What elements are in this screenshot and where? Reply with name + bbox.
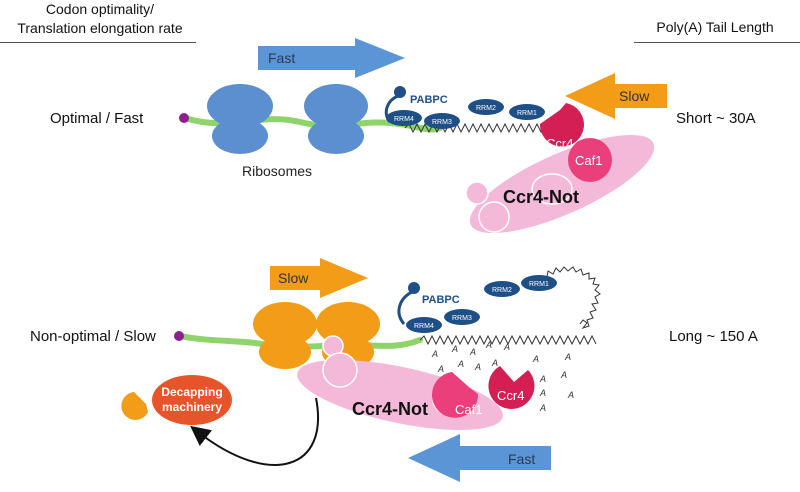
rrm4-bottom: RRM4	[414, 323, 434, 330]
ribosome-1	[207, 84, 273, 154]
decapping-label-line2: machinery	[162, 400, 222, 414]
adenosine: A	[539, 374, 546, 384]
adenosine: A	[539, 403, 546, 413]
adenosine: A	[560, 370, 567, 380]
ccr4-label-bottom: Ccr4	[497, 388, 524, 403]
arrow-fast-translation: Fast	[258, 38, 405, 78]
ribosomes-label: Ribosomes	[242, 163, 312, 179]
ccr4-not-label-bottom: Ccr4-Not	[352, 399, 428, 419]
header-left-line1: Codon optimality/	[45, 1, 155, 17]
header-polya-length: Poly(A) Tail Length	[656, 19, 774, 35]
caf1-label-bottom: Caf1	[455, 402, 482, 417]
rrm1-top: RRM1	[517, 110, 537, 117]
adenosine: A	[451, 344, 458, 354]
adenosine: A	[564, 352, 571, 362]
adenosine: A	[485, 340, 492, 350]
arrow-slow-translation: Slow	[270, 258, 368, 298]
adenosine: A	[437, 364, 444, 374]
adenosine: A	[431, 349, 438, 359]
adenosine: A	[474, 362, 481, 372]
rrm3-bottom: RRM3	[452, 315, 472, 322]
header-left-rule	[0, 42, 196, 43]
adenosine: A	[491, 358, 498, 368]
rrm2-bottom: RRM2	[492, 287, 512, 294]
label-short-tail: Short ~ 30A	[676, 110, 756, 127]
adenosine: A	[532, 354, 539, 364]
label-nonoptimal-slow: Non-optimal / Slow	[30, 328, 156, 345]
header-left-line2: Translation elongation rate	[17, 20, 183, 36]
label-long-tail: Long ~ 150 A	[669, 328, 758, 345]
pabpc-bottom: PABPC RRM4 RRM3 RRM2 RRM1	[397, 275, 557, 333]
cap-top	[179, 113, 189, 123]
arrow-slow-translation-label: Slow	[278, 270, 309, 286]
ribosome-2	[304, 84, 368, 154]
caf1-top: Caf1	[568, 138, 612, 182]
pabpc-top: PABPC RRM4 RRM3 RRM2 RRM1	[384, 86, 545, 129]
recruitment-arrow	[190, 397, 319, 466]
header-right-rule	[634, 42, 800, 43]
ribosome-stalled-1	[253, 302, 317, 369]
adenosine: A	[539, 388, 546, 398]
decapping-label-line1: Decapping	[161, 385, 222, 399]
label-optimal-fast: Optimal / Fast	[50, 110, 144, 127]
ccr4-label-top: Ccr4	[546, 136, 573, 151]
rrm3-top: RRM3	[432, 119, 452, 126]
caf1-label-top: Caf1	[575, 153, 602, 168]
header-codon-optimality: Codon optimality/ Translation elongation…	[0, 0, 200, 38]
adenosine: A	[457, 359, 464, 369]
arrow-slow-deadenylation: Slow	[565, 73, 667, 119]
adenosine: A	[469, 347, 476, 357]
caf1-bottom: Caf1	[432, 372, 482, 418]
pabpc-label-bottom: PABPC	[422, 294, 460, 306]
rrm1-bottom: RRM1	[529, 281, 549, 288]
adenosine: A	[567, 390, 574, 400]
decapping-machinery: Decapping machinery	[121, 375, 232, 425]
arrow-fast-deadenylation: Fast	[408, 434, 551, 482]
rrm4-top: RRM4	[394, 116, 414, 123]
polya-tail-top	[404, 122, 554, 134]
ccr4-not-label-top: Ccr4-Not	[503, 187, 579, 207]
arrow-fast-label: Fast	[268, 50, 295, 66]
rrm2-top: RRM2	[476, 105, 496, 112]
arrow-fast-deadenylation-label: Fast	[508, 451, 535, 467]
pabpc-label-top: PABPC	[410, 94, 448, 106]
ccr4-bottom: Ccr4	[488, 366, 535, 409]
released-adenosines: A A A A A A A A A A A A A A A A	[431, 340, 574, 413]
polya-tail-bottom	[419, 266, 601, 346]
ccr4-top: Ccr4	[539, 103, 584, 151]
arrow-slow-label: Slow	[619, 88, 650, 104]
adenosine: A	[503, 342, 510, 352]
cap-bottom	[174, 331, 184, 341]
